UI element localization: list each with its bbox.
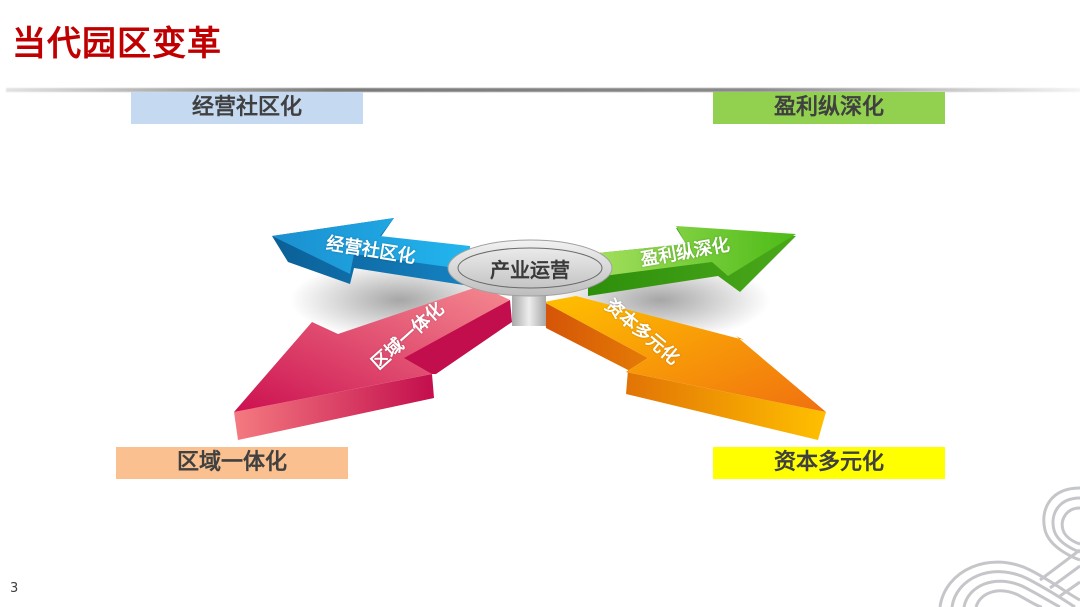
slide-title: 当代园区变革: [12, 24, 222, 64]
arrow-down-left: [234, 286, 512, 440]
label-top-left: 经营社区化: [131, 92, 363, 124]
arrow-up-right: [588, 226, 796, 296]
arrow-down-right: [544, 296, 826, 440]
title-divider: [6, 88, 1080, 92]
hub-cylinder: [447, 239, 613, 326]
arrow-up-left: [272, 218, 470, 286]
label-top-right: 盈利纵深化: [713, 92, 945, 124]
decorative-knot-logo: [938, 486, 1080, 607]
label-bottom-right: 资本多元化: [713, 447, 945, 479]
hub-label: 产业运营: [490, 258, 570, 282]
page-number: 3: [10, 581, 19, 596]
label-bottom-left: 区域一体化: [116, 447, 348, 479]
